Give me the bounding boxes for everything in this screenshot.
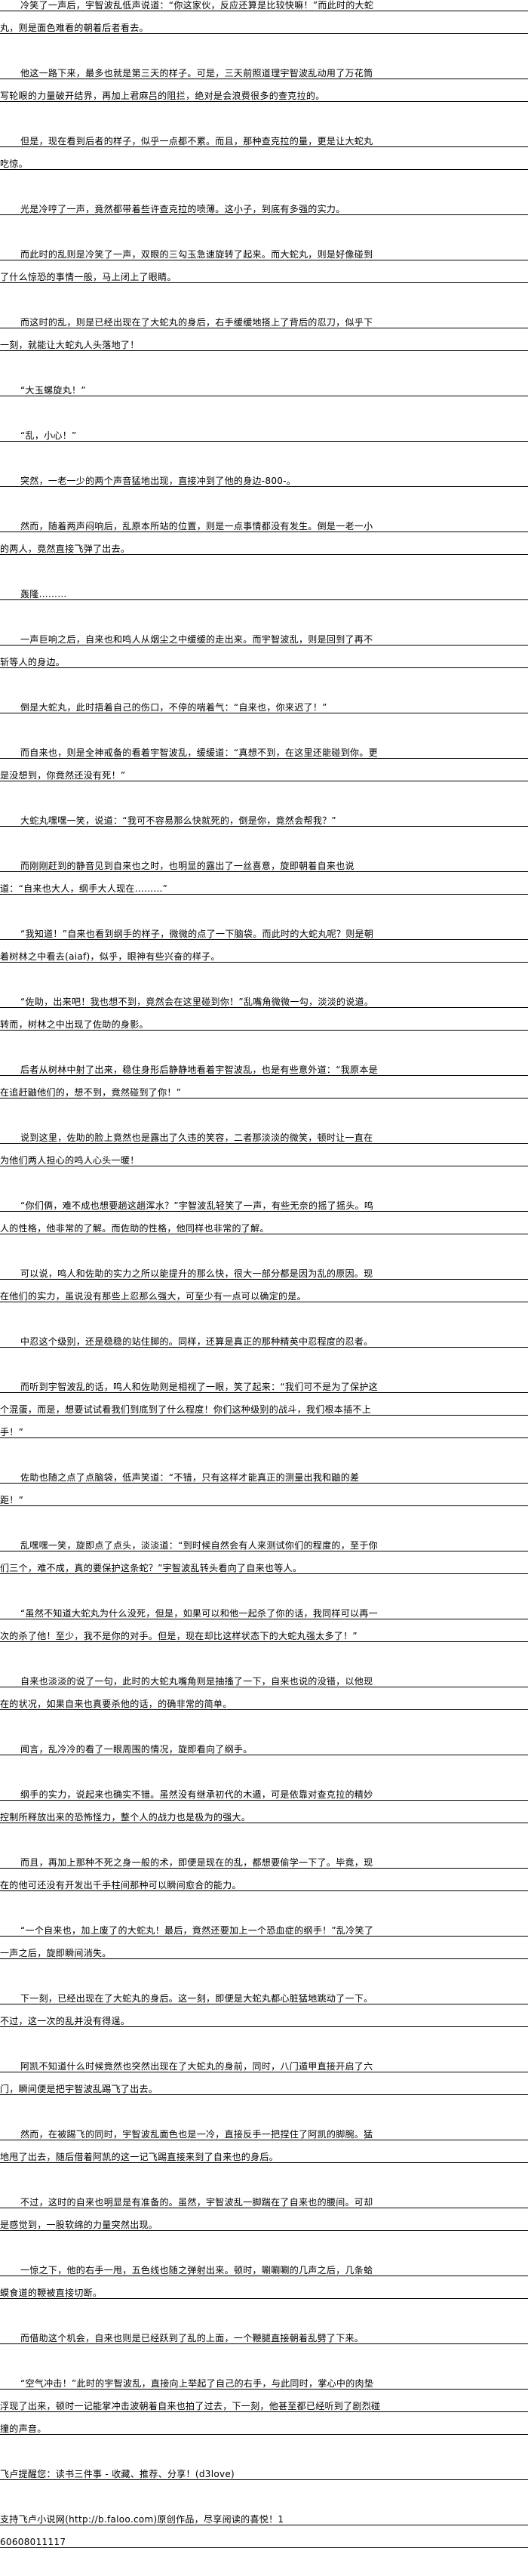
paragraph: 突然，一老一少的两个声音猛地出现，直接冲到了他的身边-800-。 — [0, 470, 528, 492]
paragraph-text: “你们俩，难不成也想要趟这趟浑水？”宇智波乱轻笑了一声，有些无奈的摇了摇头。鸣人… — [0, 1200, 374, 1234]
paragraph: 后者从树林中射了出来，稳住身形后静静地看着宇智波乱，也是有些意外道：“我原本是在… — [0, 1058, 528, 1104]
paragraph-text: “大玉螺旋丸！” — [20, 385, 86, 396]
paragraph-text: 说到这里，佐助的脸上竟然也是露出了久违的笑容，二者那淡淡的微笑，顿时让一直在为他… — [0, 1132, 373, 1166]
paragraph: 光是冷哼了一声，竟然都带着些许查克拉的喷薄。这小子，到底有多强的实力。 — [0, 198, 528, 220]
paragraph-text: 倒是大蛇丸，此时捂着自己的伤口，不停的喘着气：“自来也，你来迟了！” — [20, 702, 327, 713]
paragraph-text: 自来也淡淡的说了一句，此时的大蛇丸嘴角则是抽搐了一下，自来也说的没错，以他现在的… — [0, 1676, 373, 1709]
paragraph: 倒是大蛇丸，此时捂着自己的伤口，不停的喘着气：“自来也，你来迟了！” — [0, 696, 528, 719]
paragraph: 纲手的实力，说起来也确实不错。虽然没有继承初代的木遁，可是依靠对查克拉的精妙控制… — [0, 1783, 528, 1829]
paragraph: 中忍这个级别，还是稳稳的站住脚的。同样，还算是真正的那种精英中忍程度的忍者。 — [0, 1330, 528, 1353]
paragraph-text: 闻言，乱冷冷的看了一眼周围的情况，旋即看向了纲手。 — [20, 1744, 253, 1755]
paragraph-text: 而听到宇智波乱的话，鸣人和佐助则是相视了一眼，笑了起来：“我们可不是为了保护这个… — [0, 1382, 378, 1437]
paragraph: 说到这里，佐助的脸上竟然也是露出了久违的笑容，二者那淡淡的微笑，顿时让一直在为他… — [0, 1126, 528, 1172]
paragraph: 然而，随着两声闷响后，乱原本所站的位置，则是一点事情都没有发生。倒是一老一小的两… — [0, 515, 528, 560]
paragraph-text: 中忍这个级别，还是稳稳的站住脚的。同样，还算是真正的那种精英中忍程度的忍者。 — [20, 1336, 373, 1347]
paragraph: “你们俩，难不成也想要趟这趟浑水？”宇智波乱轻笑了一声，有些无奈的摇了摇头。鸣人… — [0, 1194, 528, 1240]
footer-reminder-text: 飞卢提醒您：读书三件事 - 收藏、推荐、分享！(d3love) — [0, 2469, 235, 2479]
paragraph-text: 然而，随着两声闷响后，乱原本所站的位置，则是一点事情都没有发生。倒是一老一小的两… — [0, 521, 373, 554]
paragraph-text: 冷笑了一声后，宇智波乱低声说道：“你这家伙，反应还算是比较快嘛！”而此时的大蛇丸… — [0, 0, 374, 33]
paragraph-text: “我知道！”自来也看到纲手的样子，微微的点了一下脑袋。而此时的大蛇丸呢？则是朝着… — [0, 929, 374, 962]
footer-code: 60608011117 — [0, 2537, 66, 2547]
paragraph-text: 可以说，鸣人和佐助的实力之所以能提升的那么快，很大一部分都是因为乱的原因。现在他… — [0, 1268, 373, 1302]
paragraph: 闻言，乱冷冷的看了一眼周围的情况，旋即看向了纲手。 — [0, 1738, 528, 1761]
paragraph: 一声巨响之后，自来也和鸣人从烟尘之中缓缓的走出来。而宇智波乱，则是回到了再不斩等… — [0, 628, 528, 673]
paragraph: 下一刻，已经出现在了大蛇丸的身后。这一刻，即便是大蛇丸都心脏猛地跳动了一下。不过… — [0, 1987, 528, 2032]
paragraph: “我知道！”自来也看到纲手的样子，微微的点了一下脑袋。而此时的大蛇丸呢？则是朝着… — [0, 923, 528, 968]
paragraph-text: 而这时的乱，则是已经出现在了大蛇丸的身后，右手缓缓地搭上了背后的忍刀，似乎下一刻… — [0, 317, 373, 350]
paragraph-text: 佐助也随之点了点脑袋，低声笑道：“不错，只有这样才能真正的测量出我和鼬的差距！” — [0, 1472, 360, 1505]
footer-support-text: 支持飞卢小说网(http://b.faloo.com)原创作品，尽享阅读的喜悦！… — [0, 2514, 284, 2525]
paragraph-text: 而自来也，则是全神戒备的看着宇智波乱，缓缓道：“真想不到，在这里还能碰到你。更是… — [0, 747, 378, 781]
paragraph-text: 轰隆……… — [20, 589, 67, 599]
paragraph: “一个自来也，加上废了的大蛇丸！最后，竟然还要加上一个恐血症的纲手！”乱冷笑了一… — [0, 1919, 528, 1964]
paragraph-text: 不过，这时的自来也明显是有准备的。虽然，宇智波乱一脚踹在了自来也的腰间。可却是感… — [0, 2197, 373, 2230]
paragraph-text: 而借助这个机会，自来也则是已经跃到了乱的上面，一个鞭腿直接朝着乱劈了下来。 — [20, 2333, 364, 2343]
paragraph: 而且，再加上那种不死之身一般的术，即便是现在的乱，都想要偷学一下了。毕竟，现在的… — [0, 1851, 528, 1897]
paragraph: “空气冲击！”此时的宇智波乱，直接向上举起了自己的右手，与此同时，掌心中的肉垫浮… — [0, 2372, 528, 2440]
paragraph: 而自来也，则是全神戒备的看着宇智波乱，缓缓道：“真想不到，在这里还能碰到你。更是… — [0, 741, 528, 787]
paragraph-text: 阿凯不知道什么时候竟然也突然出现在了大蛇丸的身前，同时，八门遁甲直接开启了六门，… — [0, 2061, 373, 2094]
paragraph: 而这时的乱，则是已经出现在了大蛇丸的身后，右手缓缓地搭上了背后的忍刀，似乎下一刻… — [0, 311, 528, 356]
paragraph-text: 乱嘿嘿一笑，旋即点了点头，淡淡道：“到时候自然会有人来测试你们的程度的，至于你们… — [0, 1540, 378, 1573]
paragraph-text: 突然，一老一少的两个声音猛地出现，直接冲到了他的身边-800-。 — [20, 476, 296, 486]
paragraph: 而此时的乱则是冷笑了一声，双眼的三勾玉急速旋转了起来。而大蛇丸，则是好像碰到了什… — [0, 243, 528, 288]
paragraph-text: 大蛇丸嘿嘿一笑，说道：“我可不容易那么快就死的，倒是你，竟然会帮我？” — [20, 815, 336, 826]
paragraph: 自来也淡淡的说了一句，此时的大蛇丸嘴角则是抽搐了一下，自来也说的没错，以他现在的… — [0, 1670, 528, 1715]
paragraph-text: “佐助，出来吧！我也想不到，竟然会在这里碰到你！”乱嘴角微微一勾，淡淡的说道。转… — [0, 997, 374, 1030]
paragraph-list: 冷笑了一声后，宇智波乱低声说道：“你这家伙，反应还算是比较快嘛！”而此时的大蛇丸… — [0, 0, 528, 2440]
paragraph-text: 但是，现在看到后者的样子，似乎一点都不累。而且，那种查克拉的量，更是让大蛇丸吃惊… — [0, 136, 373, 169]
paragraph-text: 一惊之下，他的右手一甩，五色线也随之弹射出来。顿时，唰唰唰的几声之后，几条蛤蟆食… — [0, 2265, 373, 2298]
paragraph: 而借助这个机会，自来也则是已经跃到了乱的上面，一个鞭腿直接朝着乱劈了下来。 — [0, 2327, 528, 2350]
paragraph: “佐助，出来吧！我也想不到，竟然会在这里碰到你！”乱嘴角微微一勾，淡淡的说道。转… — [0, 991, 528, 1036]
paragraph-text: “乱，小心！” — [20, 430, 77, 441]
paragraph: 他这一路下来，最多也就是第三天的样子。可是，三天前照道理宇智波乱动用了万花筒写轮… — [0, 62, 528, 107]
paragraph-text: 下一刻，已经出现在了大蛇丸的身后。这一刻，即便是大蛇丸都心脏猛地跳动了一下。不过… — [0, 1993, 373, 2026]
paragraph-text: 后者从树林中射了出来，稳住身形后静静地看着宇智波乱，也是有些意外道：“我原本是在… — [0, 1065, 378, 1098]
paragraph-text: 而且，再加上那种不死之身一般的术，即便是现在的乱，都想要偷学一下了。毕竟，现在的… — [0, 1857, 373, 1890]
paragraph: “乱，小心！” — [0, 424, 528, 447]
footer-reminder: 飞卢提醒您：读书三件事 - 收藏、推荐、分享！(d3love) — [0, 2463, 528, 2485]
footer-support: 支持飞卢小说网(http://b.faloo.com)原创作品，尽享阅读的喜悦！… — [0, 2508, 528, 2553]
paragraph: 而听到宇智波乱的话，鸣人和佐助则是相视了一眼，笑了起来：“我们可不是为了保护这个… — [0, 1376, 528, 1444]
paragraph-text: 纲手的实力，说起来也确实不错。虽然没有继承初代的木遁，可是依靠对查克拉的精妙控制… — [0, 1789, 373, 1823]
paragraph: 一惊之下，他的右手一甩，五色线也随之弹射出来。顿时，唰唰唰的几声之后，几条蛤蟆食… — [0, 2259, 528, 2304]
paragraph-text: 一声巨响之后，自来也和鸣人从烟尘之中缓缓的走出来。而宇智波乱，则是回到了再不斩等… — [0, 634, 373, 667]
paragraph: 轰隆……… — [0, 583, 528, 605]
paragraph: 然而，在被踢飞的同时，宇智波乱面色也是一冷，直接反手一把捏住了阿凯的脚腕。猛地甩… — [0, 2123, 528, 2168]
paragraph: 阿凯不知道什么时候竟然也突然出现在了大蛇丸的身前，同时，八门遁甲直接开启了六门，… — [0, 2055, 528, 2100]
paragraph-text: “一个自来也，加上废了的大蛇丸！最后，竟然还要加上一个恐血症的纲手！”乱冷笑了一… — [0, 1925, 374, 1958]
paragraph: 佐助也随之点了点脑袋，低声笑道：“不错，只有这样才能真正的测量出我和鼬的差距！” — [0, 1466, 528, 1511]
paragraph: 但是，现在看到后者的样子，似乎一点都不累。而且，那种查克拉的量，更是让大蛇丸吃惊… — [0, 130, 528, 175]
paragraph-text: 而此时的乱则是冷笑了一声，双眼的三勾玉急速旋转了起来。而大蛇丸，则是好像碰到了什… — [0, 249, 373, 282]
paragraph-text: 而刚刚赶到的静音见到自来也之时，也明显的露出了一丝喜意，旋即朝着自来也说道：“自… — [0, 861, 355, 894]
paragraph-text: 他这一路下来，最多也就是第三天的样子。可是，三天前照道理宇智波乱动用了万花筒写轮… — [0, 68, 373, 101]
paragraph: 而刚刚赶到的静音见到自来也之时，也明显的露出了一丝喜意，旋即朝着自来也说道：“自… — [0, 855, 528, 900]
paragraph-text: “虽然不知道大蛇丸为什么没死，但是，如果可以和他一起杀了你的话，我同样可以再一次… — [0, 1608, 378, 1641]
paragraph: 乱嘿嘿一笑，旋即点了点头，淡淡道：“到时候自然会有人来测试你们的程度的，至于你们… — [0, 1534, 528, 1579]
paragraph: 不过，这时的自来也明显是有准备的。虽然，宇智波乱一脚踹在了自来也的腰间。可却是感… — [0, 2191, 528, 2236]
paragraph: 冷笑了一声后，宇智波乱低声说道：“你这家伙，反应还算是比较快嘛！”而此时的大蛇丸… — [0, 0, 528, 39]
paragraph-text: 光是冷哼了一声，竟然都带着些许查克拉的喷薄。这小子，到底有多强的实力。 — [20, 204, 345, 214]
paragraph-text: “空气冲击！”此时的宇智波乱，直接向上举起了自己的右手，与此同时，掌心中的肉垫浮… — [0, 2378, 381, 2434]
paragraph: 大蛇丸嘿嘿一笑，说道：“我可不容易那么快就死的，倒是你，竟然会帮我？” — [0, 809, 528, 832]
paragraph: “大玉螺旋丸！” — [0, 379, 528, 402]
paragraph: “虽然不知道大蛇丸为什么没死，但是，如果可以和他一起杀了你的话，我同样可以再一次… — [0, 1602, 528, 1647]
paragraph-text: 然而，在被踢飞的同时，宇智波乱面色也是一冷，直接反手一把捏住了阿凯的脚腕。猛地甩… — [0, 2129, 373, 2162]
paragraph: 可以说，鸣人和佐助的实力之所以能提升的那么快，很大一部分都是因为乱的原因。现在他… — [0, 1262, 528, 1308]
